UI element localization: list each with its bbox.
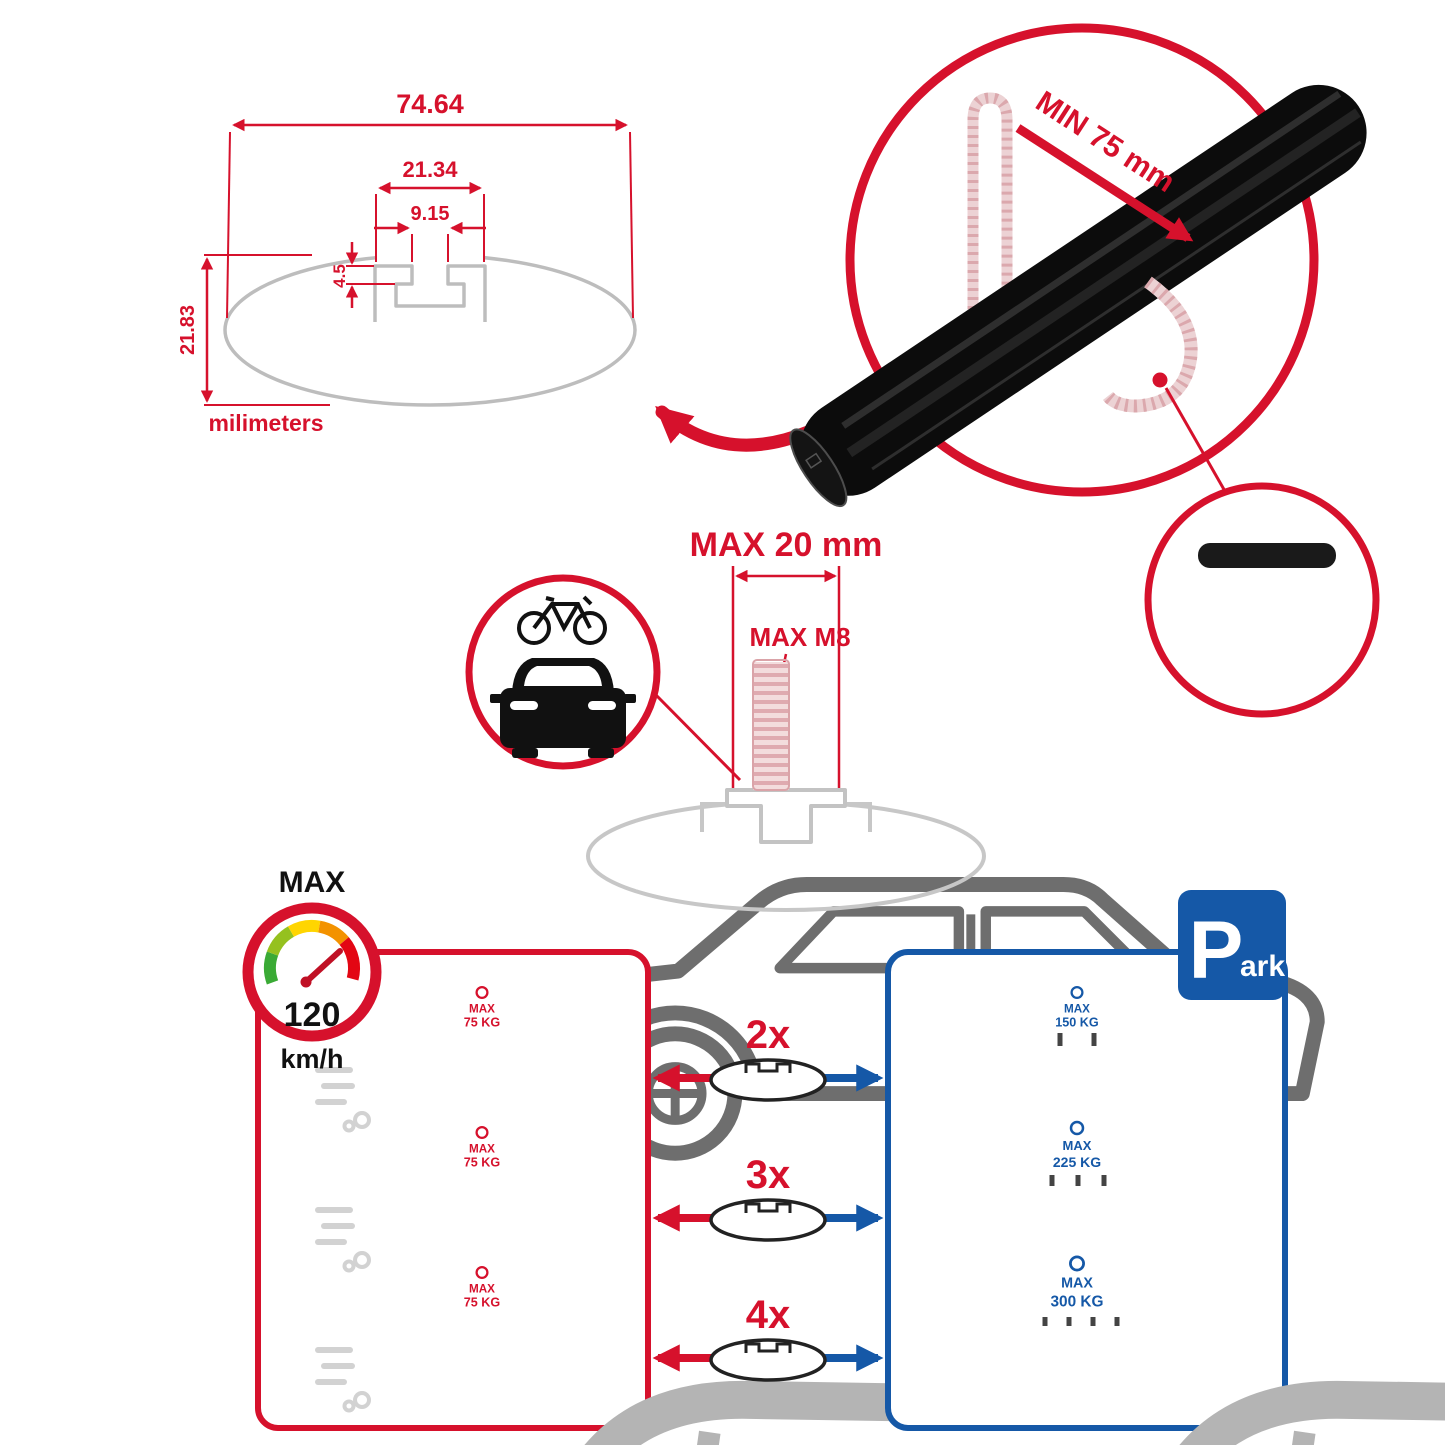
crossbar-multipliers: 2x 3x 4x — [652, 1013, 884, 1382]
crossbar-detail-circle: MIN 75 mm — [789, 23, 1367, 536]
roof-bag: MAX 75 KG — [464, 1265, 501, 1310]
bolt-spec-diagram: MAX 20 mm MAX M8 — [586, 526, 986, 912]
parked-panel: MAX 150 KG MAX 225 KG — [885, 949, 1445, 1445]
dim-channel-width: 21.34 — [402, 157, 458, 182]
t-slot-plate — [725, 788, 847, 844]
contact-point-dot — [1152, 372, 1168, 388]
gauge-arc-segments — [263, 920, 361, 985]
bag-load-label: MAX — [469, 1282, 495, 1295]
parking-sign: P ark — [1178, 890, 1286, 1000]
dim-slot-width: 9.15 — [411, 203, 450, 225]
speed-value: 120 — [284, 996, 341, 1034]
exhaust-icon — [342, 1251, 371, 1273]
driving-car-row-3: MAX 75 KG — [315, 1265, 501, 1413]
roof-bag: MAX 150 KG — [1049, 985, 1445, 1445]
crossbar-ticks — [1042, 1317, 1120, 1326]
bike-car-circle — [465, 574, 661, 770]
min-clearance-arrow — [1015, 124, 1194, 242]
bolt-connector-line — [653, 692, 742, 782]
car-front-icon — [490, 658, 636, 758]
speed-limit-gauge: MAX 120 km/h — [242, 866, 382, 1074]
u-bolt-lower — [1102, 276, 1198, 413]
dim-slot-depth: 4.5 — [330, 264, 349, 288]
roof-box-icon — [1198, 543, 1336, 568]
u-bolt-upper — [967, 92, 1013, 318]
bag-load-label: MAX — [469, 1002, 495, 1015]
motion-lines — [315, 1207, 355, 1245]
bag-logo-icon — [1070, 985, 1084, 1000]
bag-weight-label: 150 KG — [1055, 1016, 1099, 1030]
multiplier-label: 3x — [746, 1153, 791, 1197]
bag-weight-label: 75 KG — [464, 1296, 501, 1310]
parked-car-row-1: MAX 150 KG — [1049, 985, 1445, 1445]
parking-sign-letter: P — [1189, 905, 1244, 996]
speed-max-label: MAX — [279, 866, 346, 899]
crossbar-t-slot-shape — [373, 264, 487, 322]
multiplier-label: 4x — [746, 1293, 791, 1337]
crossbar-3d — [789, 84, 1367, 508]
crossbar-ticks — [1057, 1033, 1097, 1046]
crossbar-section-icon — [709, 1198, 827, 1242]
multiplier-row-1: 2x — [652, 1013, 884, 1102]
bag-weight-label: 300 KG — [1050, 1293, 1103, 1310]
driving-car-row-1: MAX 75 KG — [315, 985, 1445, 1445]
exhaust-icon — [342, 1111, 371, 1133]
gauge-needle — [303, 948, 343, 985]
parked-car-row-2: MAX 225 KG — [1049, 1120, 1107, 1186]
bicycle-icon — [517, 595, 607, 645]
speed-units: km/h — [280, 1044, 343, 1074]
bag-load-label: MAX — [469, 1142, 495, 1155]
bag-logo-icon — [475, 1125, 489, 1140]
profile-dimension-drawing: 74.64 21.34 9.15 4.5 21.83 milimeters — [177, 89, 637, 436]
bolt-thread-label: MAX M8 — [749, 622, 850, 652]
bag-logo-icon — [1069, 1255, 1085, 1272]
bag-logo-icon — [475, 1265, 489, 1280]
parking-sign-suffix: ark — [1240, 950, 1285, 983]
roof-bag: MAX 300 KG — [1050, 1255, 1104, 1310]
bag-logo-icon — [475, 985, 489, 1000]
bag-load-label: MAX — [1063, 1138, 1092, 1153]
motion-lines — [315, 1347, 355, 1385]
bag-weight-label: 225 KG — [1053, 1154, 1101, 1170]
crossbar-section-icon — [709, 1338, 827, 1382]
bag-logo-icon — [1069, 1120, 1085, 1136]
roof-bag: MAX 75 KG — [454, 985, 1445, 1445]
roofbox-car-circle — [506, 482, 1380, 1155]
motion-lines — [315, 1067, 355, 1105]
parked-car-row-3: MAX 300 KG — [1042, 1255, 1120, 1326]
bag-weight-label: 75 KG — [464, 1156, 501, 1170]
bag-weight-label: 75 KG — [464, 1016, 501, 1030]
roof-bag: MAX 225 KG — [1053, 1120, 1101, 1170]
bag-load-label: MAX — [1061, 1276, 1093, 1292]
dim-total-height: 21.83 — [177, 305, 199, 355]
multiplier-row-2: 3x — [652, 1153, 884, 1242]
exhaust-icon — [342, 1391, 371, 1413]
dim-total-width: 74.64 — [396, 89, 464, 119]
units-label: milimeters — [208, 410, 323, 436]
multiplier-row-3: 4x — [652, 1293, 884, 1382]
bag-load-label: MAX — [1064, 1002, 1090, 1015]
driving-car-row-2: MAX 75 KG — [315, 1125, 501, 1273]
roof-bag: MAX 75 KG — [464, 1125, 501, 1170]
bolt-max-length-label: MAX 20 mm — [690, 526, 883, 564]
crossbar-section-icon — [709, 1058, 827, 1102]
crossbar-ticks — [1049, 1175, 1107, 1186]
multiplier-label: 2x — [746, 1013, 791, 1057]
threaded-bolt-icon — [752, 659, 790, 791]
pointer-arrow — [655, 405, 815, 452]
driving-panel: MAX 75 KG MAX 75 KG — [255, 949, 1445, 1445]
